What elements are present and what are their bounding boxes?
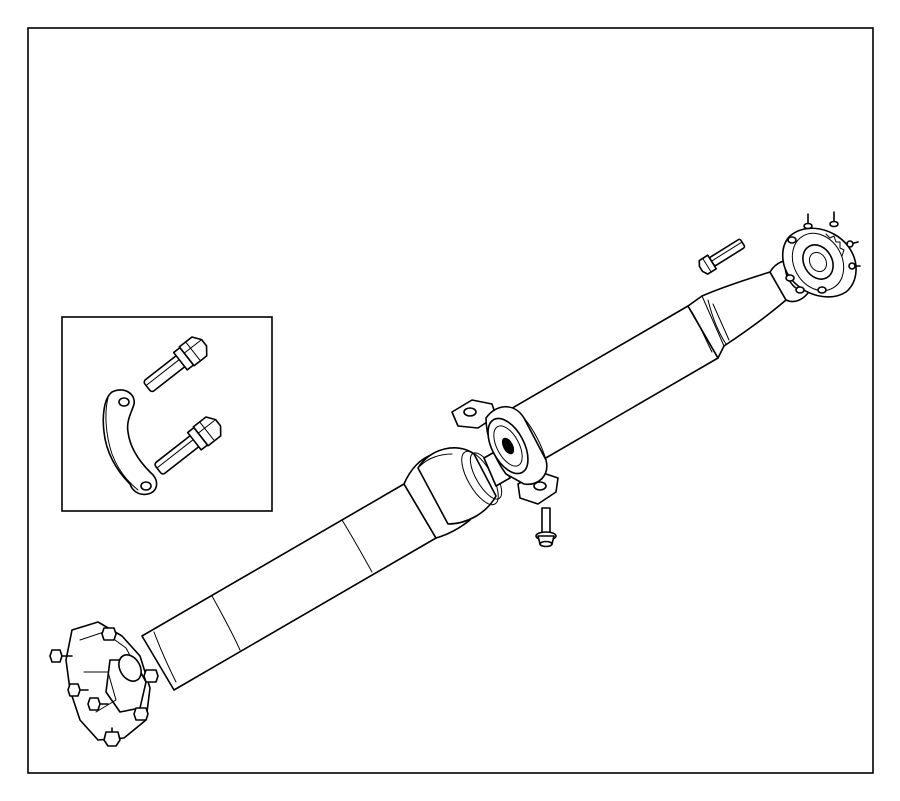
inset-bolt-lower (154, 416, 222, 475)
front-tube-section (141, 483, 437, 691)
front-coupler-studs (49, 627, 159, 747)
inset-detail-box (61, 316, 273, 512)
coupler-bolt (698, 238, 746, 275)
outer-border (27, 27, 874, 774)
bearing-mount-bolt (535, 507, 557, 548)
inset-retainer-bracket (102, 389, 158, 496)
rear-coupler-studs (785, 211, 861, 294)
center-support-bearing (451, 399, 559, 505)
inset-bolt-upper (143, 336, 208, 393)
front-flex-coupler (49, 621, 159, 747)
rear-flex-coupler (781, 211, 861, 298)
